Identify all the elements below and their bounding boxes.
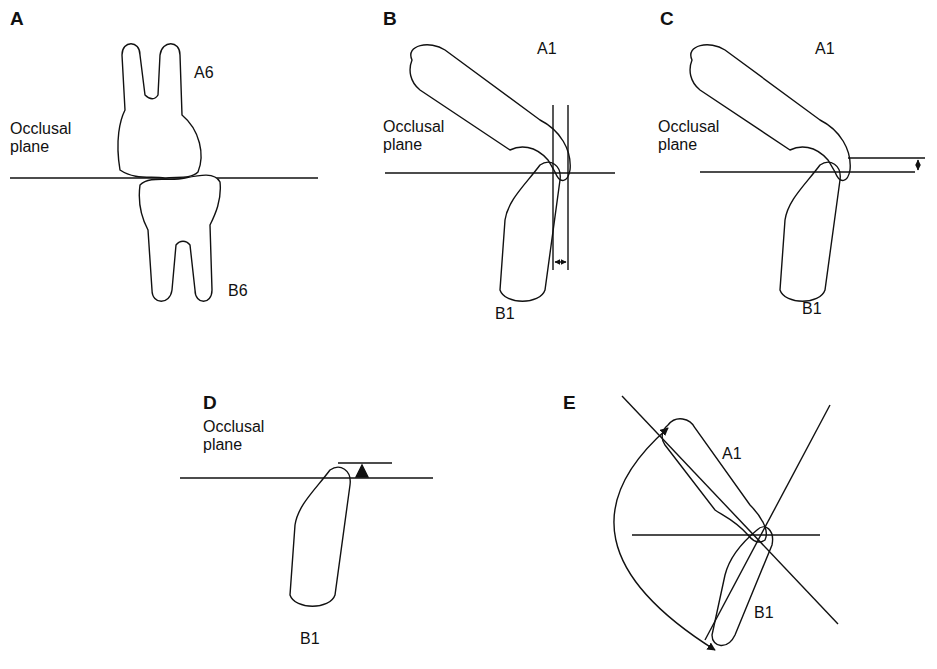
panel-letter: E (563, 392, 576, 414)
occlusal-line (385, 172, 615, 173)
tooth-label: B1 (802, 300, 822, 318)
reference-line (338, 462, 392, 463)
tooth-label: A6 (194, 64, 214, 82)
upper-incisor (662, 419, 766, 542)
lower-incisor (290, 467, 350, 606)
overjet-arrow (555, 261, 566, 262)
reference-line (567, 105, 568, 270)
panel-letter: B (383, 8, 397, 30)
height-marker (356, 465, 368, 477)
upper-incisor (410, 45, 570, 181)
plane-label: Occlusal plane (658, 118, 730, 155)
tooth-label: B1 (495, 305, 515, 323)
axis-line (705, 405, 830, 640)
lower-molar (139, 175, 220, 301)
panel-letter: C (660, 8, 674, 30)
upper-incisor (690, 45, 850, 181)
angle-arc (614, 428, 715, 650)
occlusal-line (700, 171, 915, 172)
occlusal-line (180, 477, 433, 478)
axis-line (622, 396, 838, 624)
tooth-label: A1 (815, 40, 835, 58)
lower-incisor (780, 162, 840, 301)
plane-label: Occlusal plane (383, 118, 455, 155)
upper-molar (118, 44, 201, 178)
tooth-label: B1 (754, 604, 774, 622)
reference-line (848, 157, 925, 158)
reference-line (552, 105, 553, 270)
tooth-label: A1 (537, 40, 557, 58)
panel-letter: A (10, 8, 24, 30)
panel-letter: D (203, 392, 217, 414)
tooth-label: A1 (722, 445, 742, 463)
overbite-arrow (917, 160, 918, 170)
occlusal-line (632, 534, 820, 535)
tooth-label: B1 (300, 630, 320, 648)
tooth-label: B6 (228, 282, 248, 300)
lower-incisor (712, 527, 773, 646)
plane-label: Occlusal plane (10, 120, 82, 157)
lower-incisor (500, 162, 560, 301)
plane-label: Occlusal plane (203, 418, 275, 455)
